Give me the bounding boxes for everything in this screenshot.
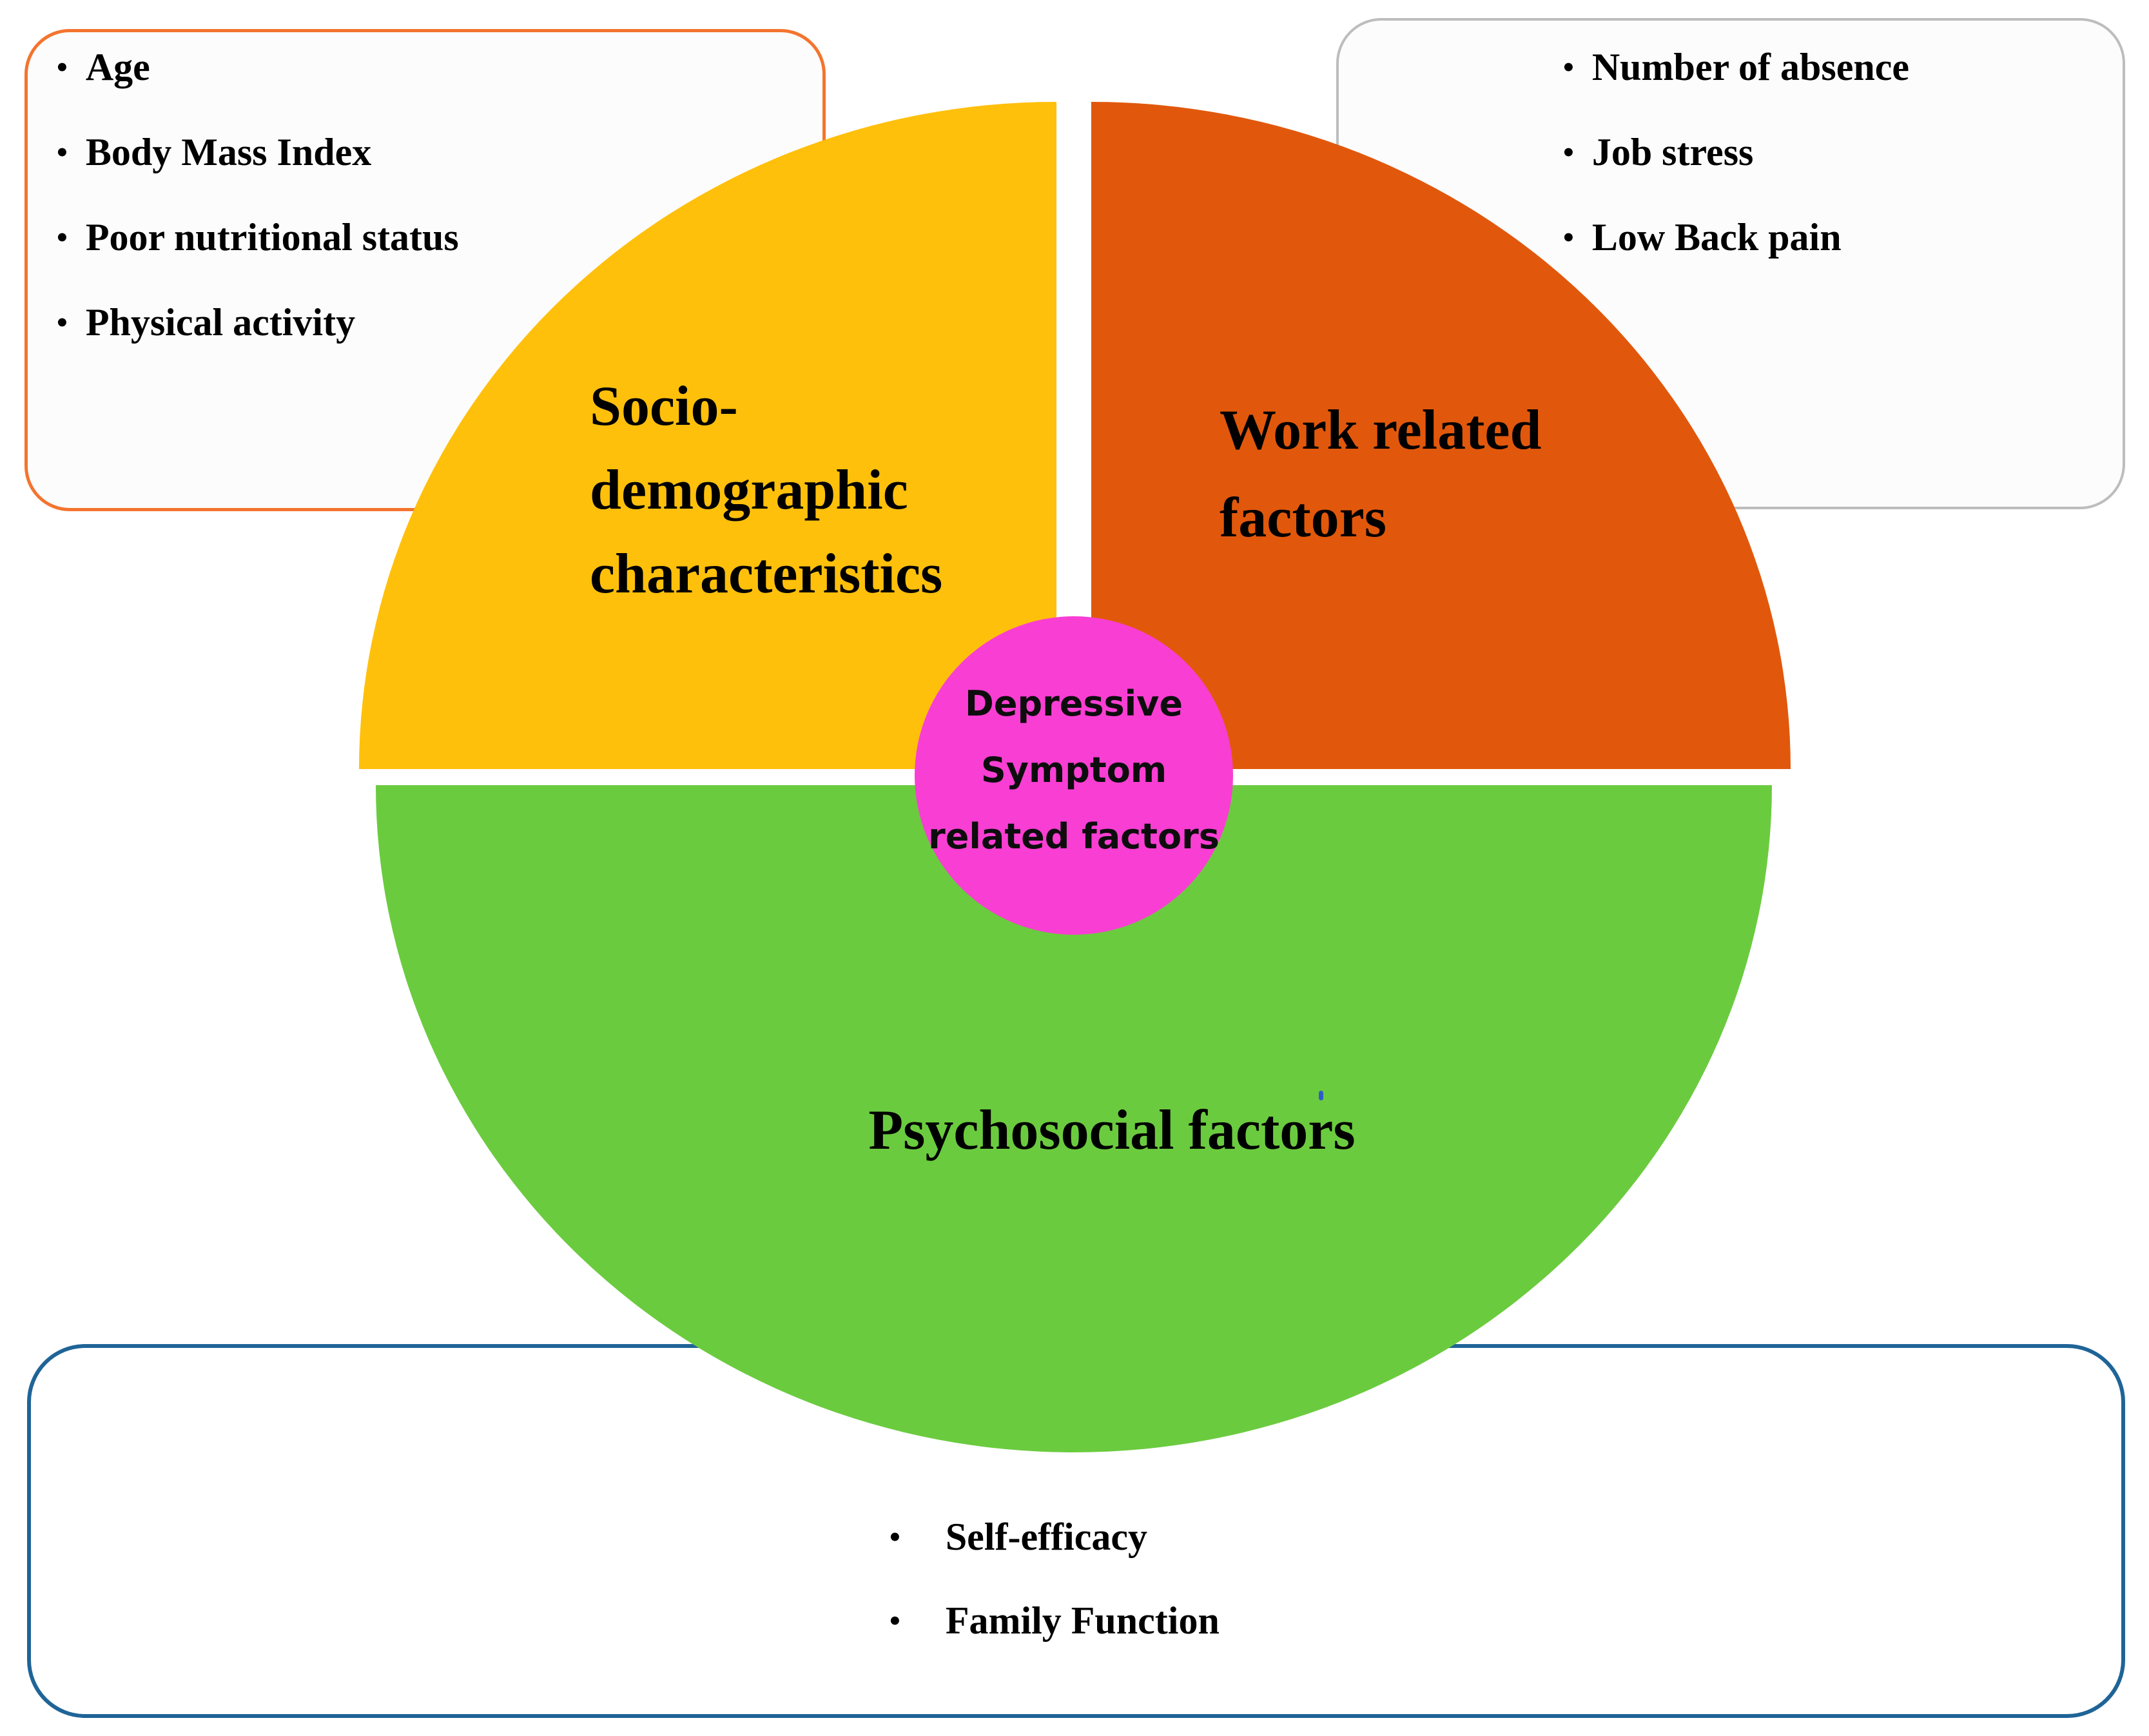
list-item: Family Function: [890, 1599, 1220, 1682]
list-item: Physical activity: [57, 300, 459, 385]
bullet-text: Self-efficacy: [945, 1516, 1147, 1558]
slice-sociodemographic: [359, 102, 1056, 769]
slice-title-work-related: Work related factors: [1220, 387, 1541, 562]
center-label-line: Symptom: [980, 750, 1167, 790]
list-item: Low Back pain: [1563, 215, 1909, 300]
slice-work-related: [1091, 102, 1791, 769]
center-label-line: related factors: [928, 816, 1220, 857]
sociodemographic-bullet-list: Age Body Mass Index Poor nutritional sta…: [57, 45, 459, 385]
stray-blue-mark: [1319, 1091, 1323, 1100]
list-item: Body Mass Index: [57, 130, 459, 215]
list-item: Age: [57, 45, 459, 130]
title-line: characteristics: [590, 543, 943, 605]
center-circle-label: Depressive Symptom related factors: [880, 670, 1267, 870]
bullet-text: Poor nutritional status: [85, 216, 459, 258]
bullet-text: Body Mass Index: [85, 131, 372, 173]
bullet-text: Age: [85, 46, 150, 88]
title-line: Socio-: [590, 375, 738, 438]
bullet-text: Number of absence: [1591, 46, 1909, 88]
work-related-bullet-list: Number of absence Job stress Low Back pa…: [1563, 45, 1909, 300]
center-label-line: Depressive: [965, 683, 1183, 724]
title-line: Work related: [1220, 399, 1542, 462]
bullet-text: Low Back pain: [1591, 216, 1842, 258]
bullet-text: Job stress: [1591, 131, 1754, 173]
slice-title-psychosocial: Psychosocial factors: [868, 1099, 1356, 1162]
bullet-text: Family Function: [945, 1599, 1220, 1642]
list-item: Job stress: [1563, 130, 1909, 215]
list-item: Number of absence: [1563, 45, 1909, 130]
list-item: Poor nutritional status: [57, 215, 459, 300]
slice-psychosocial: [376, 785, 1772, 1452]
psychosocial-bullet-list: Self-efficacy Family Function: [890, 1515, 1220, 1682]
title-line: factors: [1220, 487, 1386, 549]
center-circle: [915, 616, 1233, 935]
bullet-text: Physical activity: [85, 301, 356, 344]
slice-title-sociodemographic: Socio- demographic characteristics: [590, 365, 942, 616]
title-line: demographic: [590, 459, 908, 522]
list-item: Self-efficacy: [890, 1515, 1220, 1599]
